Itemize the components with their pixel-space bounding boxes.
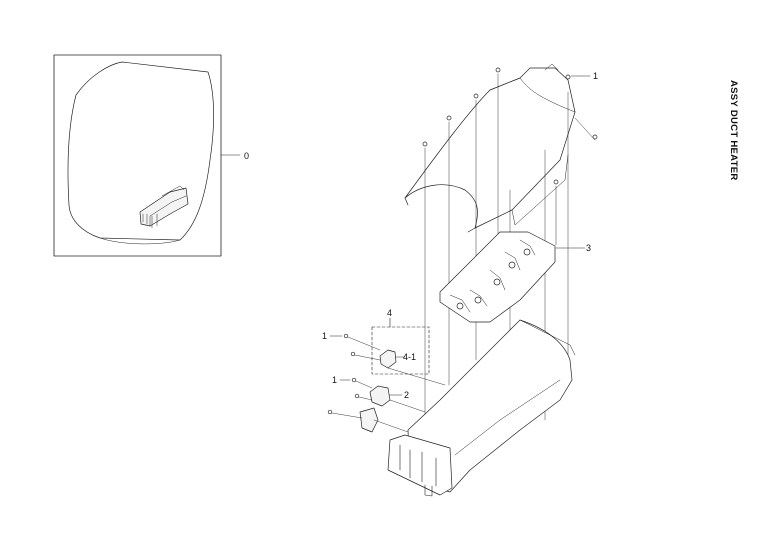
duct-housing <box>387 319 576 497</box>
callout-2: 2 <box>404 390 410 400</box>
assembled-view-inset <box>53 54 241 257</box>
diagram-title-text: ASSY DUCT HEATER <box>728 80 739 181</box>
callout-4: 4 <box>387 308 393 318</box>
callout-0: 0 <box>244 151 250 161</box>
callout-1-left-a: 1 <box>322 331 328 341</box>
callout-3: 3 <box>586 243 592 253</box>
bracket-part <box>359 407 379 433</box>
screws-left <box>327 333 360 415</box>
callout-1-left-b: 1 <box>332 375 338 385</box>
heater-plate <box>439 231 586 323</box>
screws-top <box>422 67 598 185</box>
part-2-thermostat <box>369 385 403 407</box>
callout-1-top: 1 <box>593 71 599 81</box>
diagram-title: ASSY DUCT HEATER <box>728 80 740 220</box>
part-4-group <box>371 317 430 375</box>
callout-4-1: 4-1 <box>403 352 417 362</box>
duct-cover <box>404 63 576 233</box>
